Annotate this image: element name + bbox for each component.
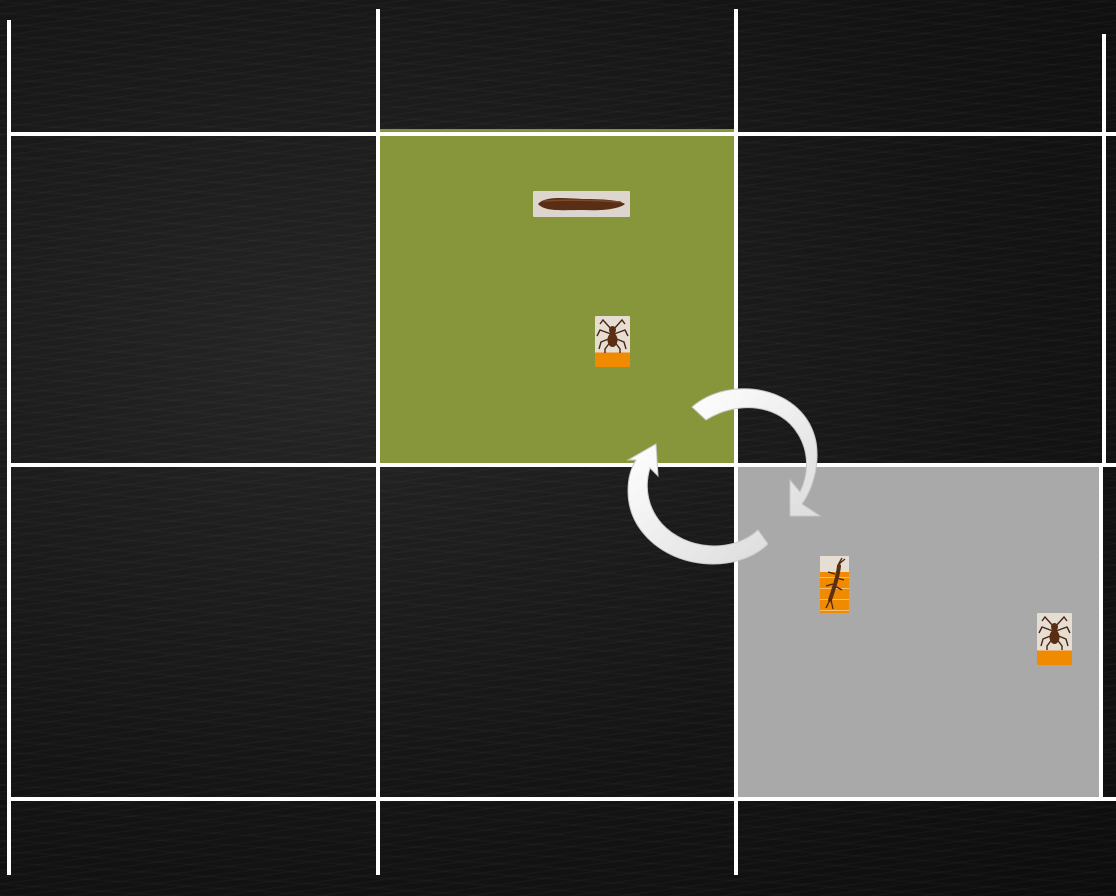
larva-piece[interactable] xyxy=(533,191,630,217)
swap-arrows-icon[interactable] xyxy=(620,380,830,575)
larva-icon xyxy=(533,191,630,217)
grid-line-vertical-4c xyxy=(1099,467,1103,799)
grid-line-vertical-4 xyxy=(1102,34,1106,134)
grid-line-vertical-2 xyxy=(376,9,380,875)
spider-piece[interactable] xyxy=(1037,613,1072,665)
spider-icon xyxy=(595,316,630,354)
grid-line-vertical-1 xyxy=(7,20,11,875)
grid-line-vertical-4b xyxy=(1102,136,1106,465)
grid-line-horizontal-2 xyxy=(8,463,1116,467)
spider-icon xyxy=(1037,613,1072,651)
spider-piece[interactable] xyxy=(595,316,630,367)
grid-line-horizontal-3 xyxy=(8,797,1116,801)
grid-line-horizontal-1 xyxy=(8,132,1116,136)
